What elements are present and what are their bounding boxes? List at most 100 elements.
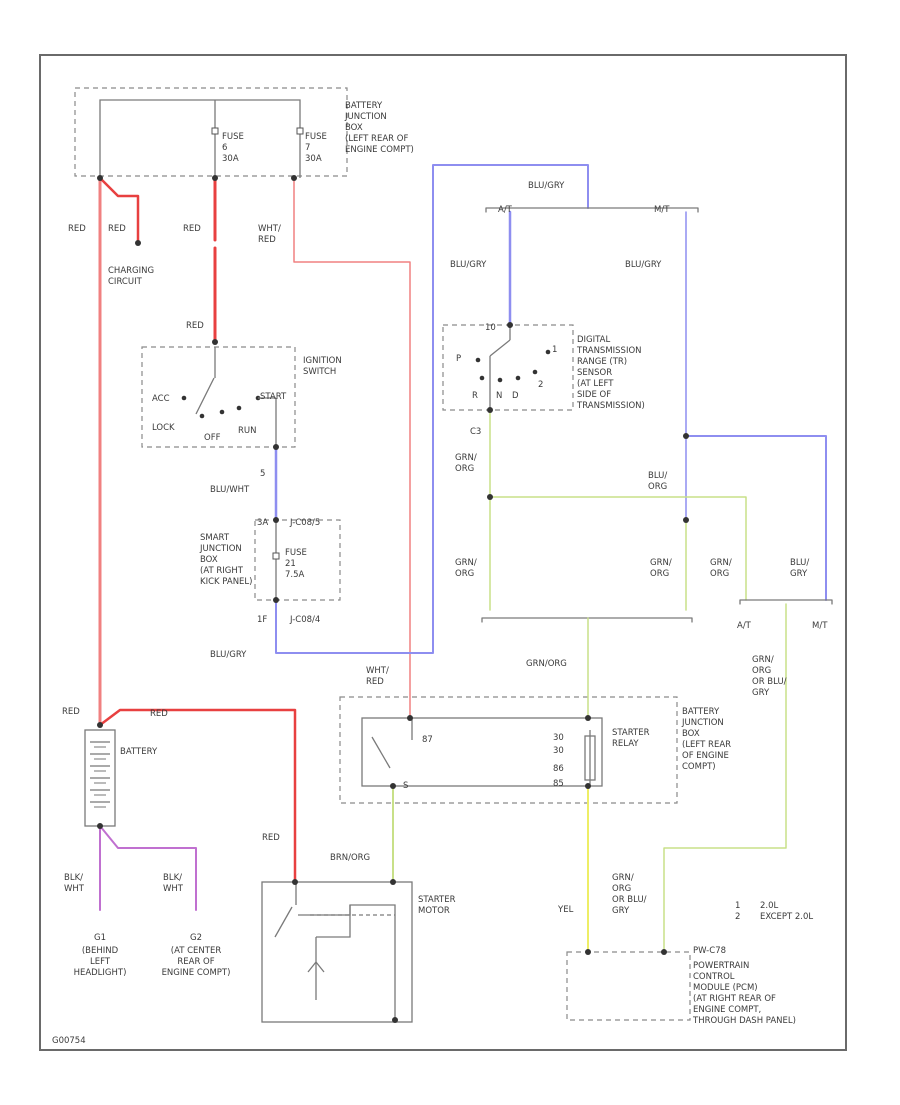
junction-dot: [97, 823, 103, 829]
wire-label-grn-org: GRN/ORG: [526, 659, 567, 669]
tr-pos-d: D: [512, 391, 519, 401]
wire-label-grn-org: GRN/ORG: [455, 453, 477, 474]
relay-pin-86: 86: [553, 764, 564, 774]
fuse6-element: [211, 127, 219, 135]
wire-label-grn-org: GRN/ORG: [710, 558, 732, 579]
starter-relay-box: [361, 717, 603, 787]
junction-dot: [585, 783, 591, 789]
ground-g1-id: G1: [94, 933, 106, 943]
ign-pin-5: 5: [260, 469, 265, 479]
legend-text: 2.0L: [760, 901, 779, 911]
ign-pos-off: OFF: [204, 433, 221, 443]
junction-dot: [273, 597, 279, 603]
junction-dot: [507, 322, 513, 328]
junction-dot: [392, 1017, 398, 1023]
wires-layer: [98, 164, 833, 953]
tr-contact-n: [497, 377, 503, 383]
relay-pin-85: 85: [553, 779, 564, 789]
sjb-conn-top: J-C08/5: [289, 518, 320, 528]
junction-dot: [683, 517, 689, 523]
junction-dot: [135, 240, 141, 246]
junction-dot: [585, 949, 591, 955]
wire-bus-right: [739, 599, 833, 605]
sjb-pin-3a: 3A: [257, 518, 268, 528]
starter-motor-box: [261, 881, 413, 1023]
mt-label: M/T: [654, 205, 670, 215]
junction-dot: [661, 949, 667, 955]
wire-label-red: RED: [68, 224, 86, 234]
starter-motor-symbol: [307, 960, 325, 973]
tr-pos-r: R: [472, 391, 478, 401]
tr-pin-c3: C3: [470, 427, 481, 437]
ign-pos-run: RUN: [238, 426, 257, 436]
wire-label-red: RED: [62, 707, 80, 717]
tr-contact-d: [515, 375, 521, 381]
starter-field: [316, 905, 351, 938]
wire-bus-at-mt: [485, 207, 699, 213]
diagram-frame: [39, 54, 847, 1051]
smart-junction-box: [254, 519, 341, 601]
junction-dot: [273, 517, 279, 523]
wire-grn-split: [489, 496, 747, 601]
junction-dot: [487, 407, 493, 413]
ign-pos-acc: ACC: [152, 394, 170, 404]
ignition-switch-box: [141, 346, 296, 448]
wire-grn-right: [663, 603, 787, 953]
relay-pin-87: 87: [422, 735, 433, 745]
wire-blu-gry-sjb: [275, 164, 589, 654]
mt-label-2: M/T: [812, 621, 828, 631]
wire-label-blk-wht: BLK/WHT: [64, 873, 85, 894]
tr-pos-p: P: [456, 354, 461, 364]
junction-dot: [212, 339, 218, 345]
wire-wht-red: [293, 177, 411, 719]
junction-dot: [212, 175, 218, 181]
junction-dot: [487, 494, 493, 500]
wire-label-blu-gry: BLU/GRY: [210, 650, 247, 660]
contact-run: [236, 405, 242, 411]
wire-label-blu-wht: BLU/WHT: [210, 485, 250, 495]
tr-contact-1: [545, 349, 551, 355]
at-label: A/T: [498, 205, 513, 215]
wire-label-grn-org: GRN/ORG: [455, 558, 477, 579]
wire-label-red: RED: [186, 321, 204, 331]
figure-id: G00754: [52, 1036, 86, 1046]
pcm-box: [566, 951, 691, 1021]
ign-pos-start: START: [260, 392, 287, 402]
junction-dot: [407, 715, 413, 721]
junction-dot: [97, 175, 103, 181]
ign-pos-lock: LOCK: [152, 423, 175, 433]
wire-label-red: RED: [108, 224, 126, 234]
junction-dot: [273, 444, 279, 450]
sjb-conn-bottom: J-C08/4: [289, 615, 320, 625]
fuse7-element: [296, 127, 304, 135]
wire-label-red: RED: [183, 224, 201, 234]
wire-red-battery: [98, 708, 297, 884]
junction-dots: [97, 175, 689, 1023]
battery-junction-box-top: [74, 87, 348, 177]
wire-label-blu-gry: BLU/GRY: [625, 260, 662, 270]
starter-solenoid-blade: [274, 906, 293, 938]
battery-label: BATTERY: [120, 747, 158, 757]
wire-label-blu-gry: BLU/GRY: [790, 558, 809, 579]
wire-label-brn-org: BRN/ORG: [330, 853, 370, 863]
relay-pin-30b: 30: [553, 746, 564, 756]
junction-dot: [390, 879, 396, 885]
contact-off: [219, 409, 225, 415]
tr-blade: [489, 339, 511, 357]
contact-acc: [181, 395, 187, 401]
at-label-2: A/T: [737, 621, 752, 631]
